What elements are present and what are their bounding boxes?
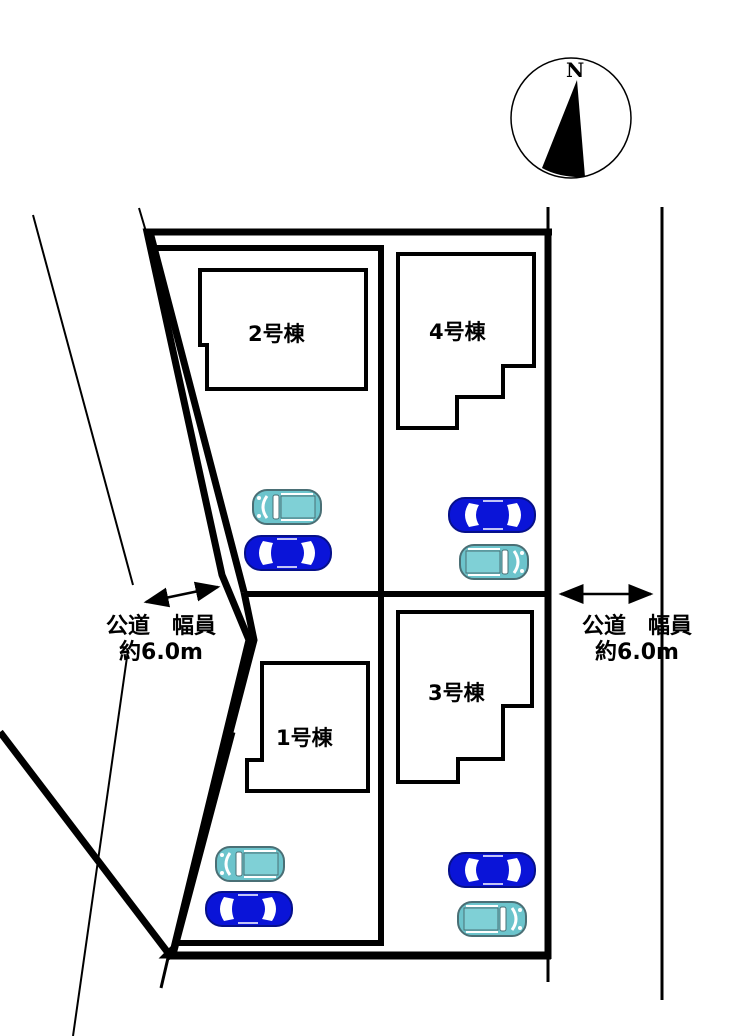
car-icon-teal [214, 845, 286, 883]
building-3-footprint [396, 610, 534, 784]
car-icon-teal [251, 488, 323, 526]
building-4-label: 4号棟 [429, 320, 486, 344]
left-road-label-line1: 公道 幅員 [105, 614, 216, 639]
building-2-footprint [198, 268, 368, 391]
left-road-outer-line [32, 214, 134, 586]
car-icon-teal [456, 900, 528, 938]
left-lot-edge-lower-segment [168, 731, 236, 959]
car-icon-blue [448, 497, 536, 533]
right-road-label-line1: 公道 幅員 [581, 614, 692, 639]
north-arrow-icon [542, 80, 585, 178]
building-3-label: 3号棟 [428, 681, 485, 705]
left-road-label: 公道 幅員 約6.0m [86, 614, 236, 666]
left-road-width-arrow [143, 581, 221, 608]
lot-2-boundary [155, 245, 384, 591]
car-icon-blue [244, 535, 332, 571]
right-road-label: 公道 幅員 約6.0m [562, 614, 712, 666]
building-1-label: 1号棟 [276, 726, 333, 750]
car-icon-blue [205, 891, 293, 927]
building-4-footprint [396, 252, 536, 430]
compass [510, 57, 632, 179]
car-icon-blue [448, 852, 536, 888]
car-icon-teal [458, 543, 530, 581]
left-road-outer-line-lower [72, 649, 129, 1036]
left-lot-edge-upper [146, 231, 248, 593]
left-road-inner-line-bottom [159, 957, 170, 989]
left-road-label-line2: 約6.0m [119, 640, 203, 665]
compass-north-label: N [566, 58, 585, 82]
left-lot-chevron [226, 591, 258, 733]
right-road-label-line2: 約6.0m [595, 640, 679, 665]
left-lot-edge-lower [0, 729, 175, 961]
building-2-label: 2号棟 [248, 322, 305, 346]
building-1-footprint [245, 661, 370, 793]
